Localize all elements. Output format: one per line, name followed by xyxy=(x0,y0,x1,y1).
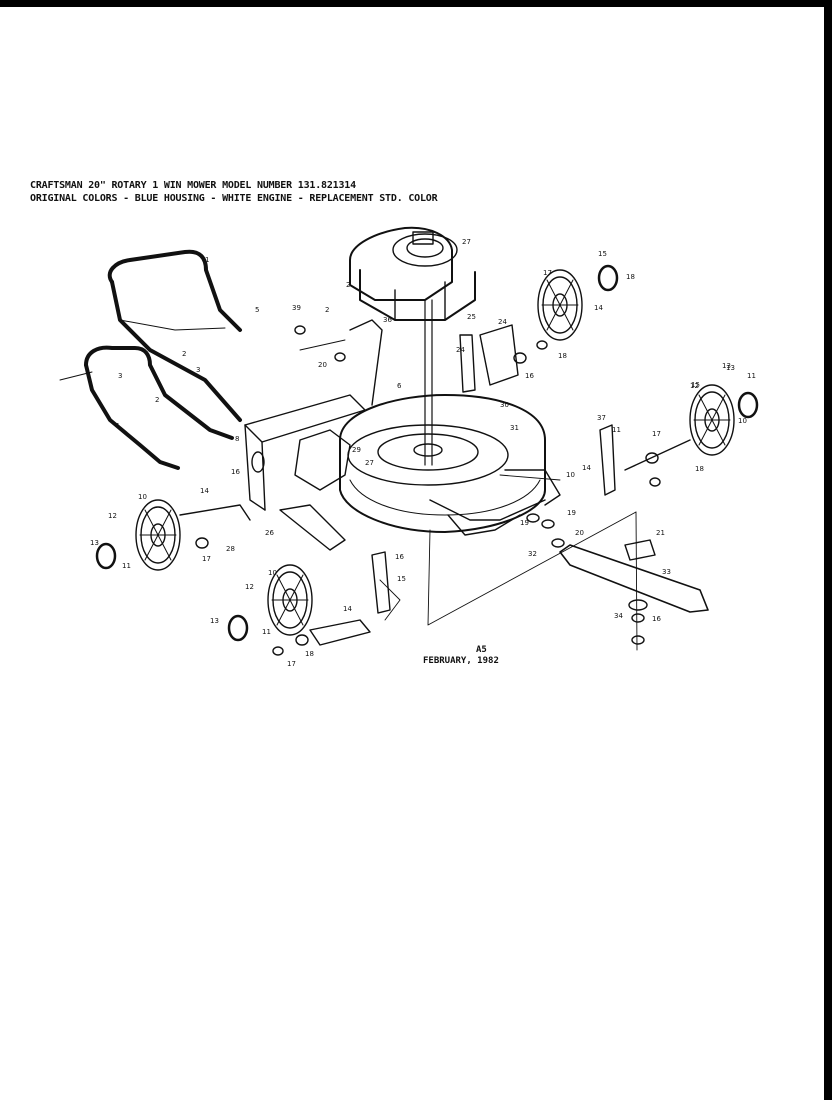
callout-label: 13 xyxy=(210,617,219,625)
callout-label: 1 xyxy=(205,256,209,264)
callout-label: 18 xyxy=(695,465,704,473)
small-parts xyxy=(195,325,661,656)
callout-label: 11 xyxy=(612,426,621,434)
right-top-wheel xyxy=(479,264,619,386)
callout-label: 28 xyxy=(226,545,235,553)
callout-label: 15 xyxy=(598,250,607,258)
callout-label: 13 xyxy=(726,364,735,372)
callout-label: 16 xyxy=(652,615,661,623)
right-lower-wheel xyxy=(599,384,759,496)
callout-label: 13 xyxy=(90,539,99,547)
callout-label: 11 xyxy=(262,628,271,636)
callout-label: 34 xyxy=(614,612,623,620)
callout-label: 2 xyxy=(325,306,329,314)
callout-label: 16 xyxy=(395,553,404,561)
callout-label: 17 xyxy=(543,269,552,277)
callout-label: 14 xyxy=(343,605,352,613)
callout-label: 8 xyxy=(235,435,239,443)
callout-label: 3 xyxy=(196,366,200,374)
callout-label: 21 xyxy=(656,529,665,537)
callout-label: 19 xyxy=(567,509,576,517)
engine xyxy=(349,226,476,466)
callout-label: 6 xyxy=(397,382,402,390)
callout-label: 39 xyxy=(292,304,301,312)
callout-label: 18 xyxy=(558,352,567,360)
callout-label: 27 xyxy=(462,238,471,246)
callout-label: 24 xyxy=(498,318,507,326)
callout-label: 17 xyxy=(202,555,211,563)
callout-label: 11 xyxy=(122,562,131,570)
callout-label: 18 xyxy=(305,650,314,658)
callout-label: 11 xyxy=(747,372,756,380)
callout-label: 12 xyxy=(245,583,254,591)
right-border xyxy=(824,0,832,1100)
callout-label: 36 xyxy=(383,316,392,324)
colors-note: ORIGINAL COLORS - BLUE HOUSING - WHITE E… xyxy=(30,193,438,204)
handle-bracket xyxy=(244,319,383,551)
callout-label: 24 xyxy=(456,346,465,354)
callout-label: 17 xyxy=(287,660,296,668)
upper-handle xyxy=(107,249,242,422)
callout-label: 12 xyxy=(108,512,117,520)
callout-label: 4 xyxy=(115,422,120,430)
callout-label: 26 xyxy=(265,529,274,537)
callout-label: 2 xyxy=(155,396,159,404)
callout-label: 10 xyxy=(138,493,147,501)
callout-label: 15 xyxy=(691,381,700,389)
callout-label: 13 xyxy=(722,362,731,370)
callout-label: 10 xyxy=(738,417,747,425)
callout-label: 14 xyxy=(582,464,591,472)
callout-label: 15 xyxy=(397,575,406,583)
drawing-date: FEBRUARY, 1982 xyxy=(423,656,499,666)
callout-label: 25 xyxy=(467,313,476,321)
callout-label: 10 xyxy=(566,471,575,479)
lower-handle xyxy=(59,345,234,470)
callout-label: 2 xyxy=(182,350,186,358)
callout-label: 32 xyxy=(528,550,537,558)
guide-lines xyxy=(299,339,638,651)
callout-label: 12 xyxy=(690,382,699,390)
callout-label: 20 xyxy=(575,529,584,537)
left-front-wheel xyxy=(95,499,251,571)
callout-label: 27 xyxy=(365,459,374,467)
blade-assembly xyxy=(559,539,709,645)
callout-label: 20 xyxy=(318,361,327,369)
callout-label: 14 xyxy=(594,304,603,312)
callout-label: 37 xyxy=(597,414,606,422)
callout-label: 17 xyxy=(652,430,661,438)
callout-label: 29 xyxy=(352,446,361,454)
callout-label: 5 xyxy=(255,306,259,314)
callout-labels: 1 2 3 4 5 2 3 2 39 2 36 20 6 8 27 16 14 … xyxy=(90,238,756,668)
top-border xyxy=(0,0,832,7)
callout-label: 10 xyxy=(268,569,277,577)
callout-label: 30 xyxy=(500,401,509,409)
callout-label: 19 xyxy=(520,519,529,527)
callout-label: 16 xyxy=(525,372,534,380)
callout-label: 2 xyxy=(346,281,350,289)
callout-label: 33 xyxy=(662,568,671,576)
callout-label: 14 xyxy=(200,487,209,495)
drawing-code: A5 xyxy=(476,645,487,655)
model-title: CRAFTSMAN 20" ROTARY 1 WIN MOWER MODEL N… xyxy=(30,180,356,191)
callout-label: 18 xyxy=(626,273,635,281)
callout-label: 16 xyxy=(231,468,240,476)
callout-label: 31 xyxy=(510,424,519,432)
left-rear-wheel xyxy=(227,564,371,646)
callout-label: 3 xyxy=(118,372,122,380)
